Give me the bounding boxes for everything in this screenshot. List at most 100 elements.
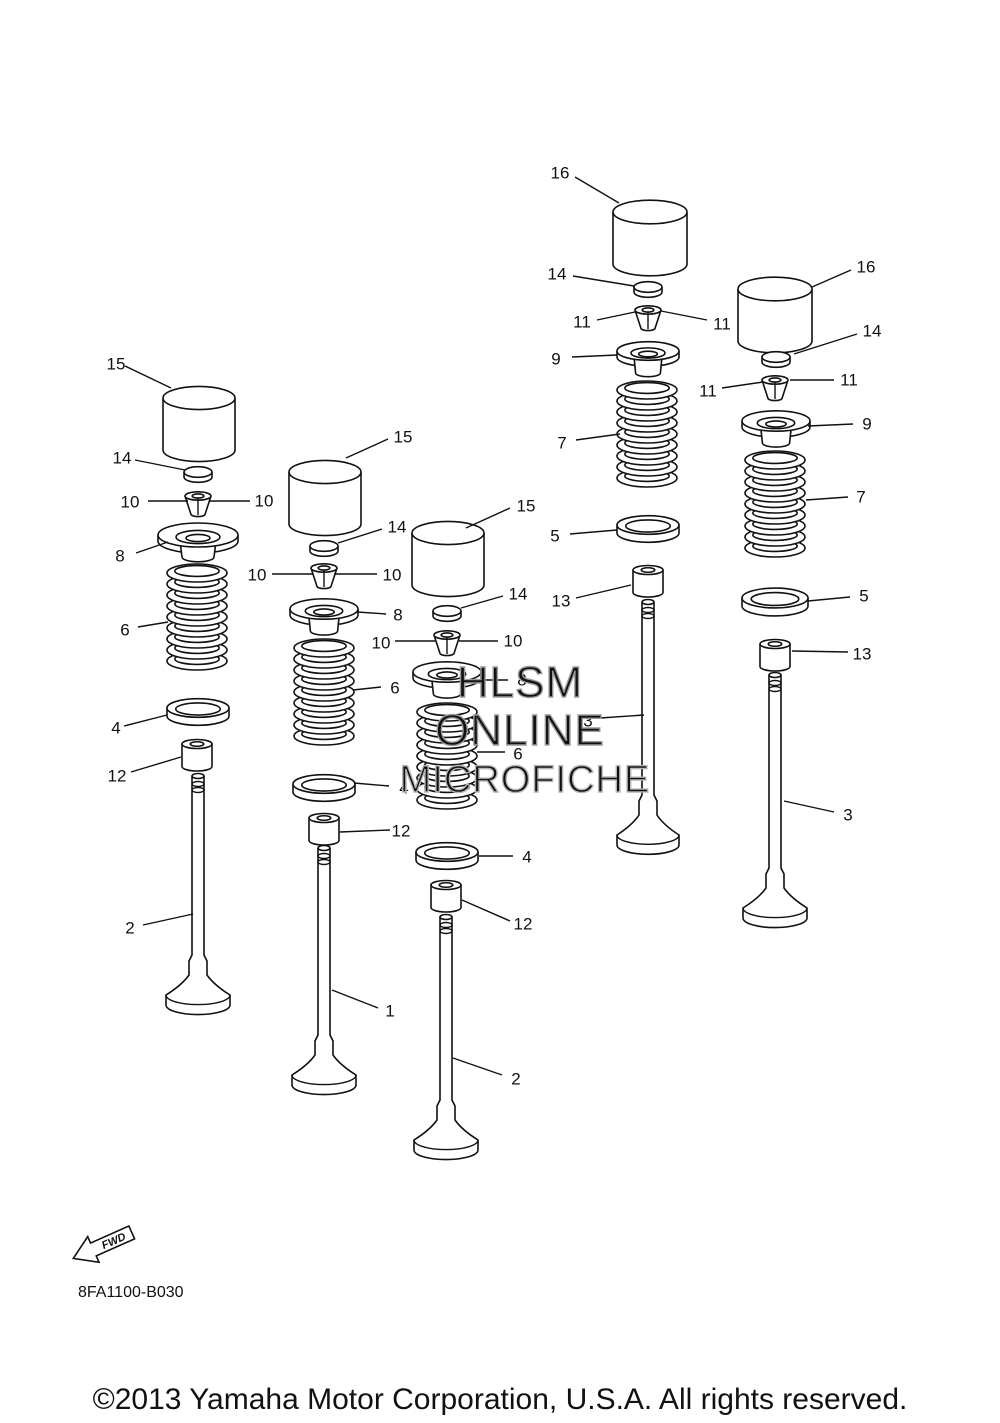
leader-lines bbox=[123, 176, 858, 1076]
ref-label-11: 11 bbox=[713, 315, 731, 334]
valve-spring-retainer bbox=[741, 409, 811, 448]
ref-label-14: 14 bbox=[113, 449, 132, 468]
leader-line bbox=[811, 269, 852, 288]
leader-line bbox=[807, 596, 851, 602]
ref-label-9: 9 bbox=[862, 415, 871, 434]
leader-line bbox=[721, 381, 764, 389]
valve bbox=[616, 598, 680, 856]
watermark-line-2: ONLINE bbox=[435, 706, 605, 755]
leader-line bbox=[123, 714, 168, 727]
ref-label-2: 2 bbox=[125, 919, 134, 938]
ref-label-7: 7 bbox=[557, 434, 566, 453]
leader-line bbox=[805, 496, 849, 501]
valve-spring-seat bbox=[292, 773, 356, 803]
valve-cotter bbox=[761, 375, 789, 402]
valve-lifter-bucket bbox=[288, 459, 362, 537]
watermark-line-1: HLSM bbox=[457, 658, 583, 707]
valve-spring-seat bbox=[166, 697, 230, 727]
ref-label-14: 14 bbox=[509, 585, 528, 604]
leader-line bbox=[137, 621, 169, 628]
leader-line bbox=[571, 354, 618, 358]
leader-line bbox=[569, 529, 618, 535]
ref-label-12: 12 bbox=[392, 822, 411, 841]
ref-label-4: 4 bbox=[111, 719, 120, 738]
leader-line bbox=[575, 584, 632, 599]
ref-label-16: 16 bbox=[551, 164, 570, 183]
ref-label-3: 3 bbox=[843, 806, 852, 825]
ref-label-5: 5 bbox=[859, 587, 868, 606]
ref-label-5: 5 bbox=[550, 527, 559, 546]
leader-line bbox=[134, 459, 186, 471]
valve-assemblies bbox=[157, 199, 813, 1161]
ref-label-10: 10 bbox=[248, 566, 267, 585]
valve-stem-seal bbox=[632, 564, 664, 598]
ref-label-14: 14 bbox=[548, 265, 567, 284]
valve-spring bbox=[416, 702, 478, 810]
leader-line bbox=[791, 650, 849, 653]
valve-cotter bbox=[433, 630, 461, 657]
leader-line bbox=[465, 507, 511, 529]
valve-pad bbox=[309, 539, 339, 558]
ref-label-10: 10 bbox=[372, 634, 391, 653]
leader-line bbox=[660, 310, 708, 321]
leader-line bbox=[345, 438, 389, 459]
leader-line bbox=[807, 423, 854, 427]
valve-stem-seal bbox=[308, 812, 340, 846]
valve-spring-retainer bbox=[412, 660, 482, 699]
watermark-line-3: MICROFICHE bbox=[400, 759, 651, 801]
ref-label-12: 12 bbox=[514, 915, 533, 934]
valve-spring-retainer bbox=[289, 597, 359, 636]
valve bbox=[291, 844, 357, 1096]
ref-label-11: 11 bbox=[573, 313, 591, 332]
ref-label-8: 8 bbox=[393, 606, 402, 625]
forward-arrow: FWD bbox=[71, 1224, 136, 1264]
ref-label-12: 12 bbox=[108, 767, 127, 786]
leader-line bbox=[339, 829, 391, 833]
valve-lifter-bucket bbox=[411, 520, 485, 598]
leader-line bbox=[461, 899, 511, 922]
ref-label-13: 13 bbox=[552, 592, 571, 611]
valve bbox=[413, 913, 479, 1161]
ref-label-6: 6 bbox=[120, 621, 129, 640]
leader-line bbox=[353, 782, 390, 787]
ref-label-14: 14 bbox=[388, 518, 407, 537]
ref-label-9: 9 bbox=[551, 350, 560, 369]
ref-label-2: 2 bbox=[511, 1070, 520, 1089]
leader-line bbox=[352, 686, 382, 691]
drawing-code: 8FA1100-B030 bbox=[78, 1284, 184, 1301]
ref-label-7: 7 bbox=[856, 488, 865, 507]
forward-arrow-icon bbox=[71, 1224, 136, 1264]
ref-label-8: 8 bbox=[517, 671, 526, 690]
ref-label-8: 8 bbox=[115, 547, 124, 566]
ref-label-15: 15 bbox=[517, 497, 536, 516]
valve-pad bbox=[633, 280, 663, 299]
valve bbox=[165, 772, 231, 1016]
valve-spring bbox=[166, 563, 228, 671]
ref-label-1: 1 bbox=[385, 1002, 394, 1021]
valve-spring bbox=[293, 638, 355, 746]
valve-stem-seal bbox=[430, 879, 462, 913]
leader-line bbox=[793, 333, 858, 355]
ref-label-10: 10 bbox=[121, 493, 140, 512]
copyright-notice: ©2013 Yamaha Motor Corporation, U.S.A. A… bbox=[93, 1383, 908, 1416]
leader-line bbox=[460, 595, 504, 609]
leader-line bbox=[599, 714, 645, 719]
ref-label-10: 10 bbox=[383, 566, 402, 585]
ref-label-15: 15 bbox=[394, 428, 413, 447]
valve-cotter bbox=[310, 563, 338, 590]
valve bbox=[742, 671, 808, 929]
valve-spring-seat bbox=[741, 587, 809, 617]
leader-line bbox=[130, 756, 182, 773]
valve-pad bbox=[432, 604, 462, 623]
ref-label-16: 16 bbox=[857, 258, 876, 277]
leader-line bbox=[124, 365, 172, 389]
ref-label-11: 11 bbox=[699, 382, 717, 401]
ref-label-10: 10 bbox=[255, 492, 274, 511]
valve-spring-seat bbox=[415, 841, 479, 871]
valve-stem-seal bbox=[759, 638, 791, 672]
valve-lifter-bucket bbox=[612, 199, 688, 277]
ref-label-6: 6 bbox=[390, 679, 399, 698]
valve-spring bbox=[616, 380, 678, 488]
